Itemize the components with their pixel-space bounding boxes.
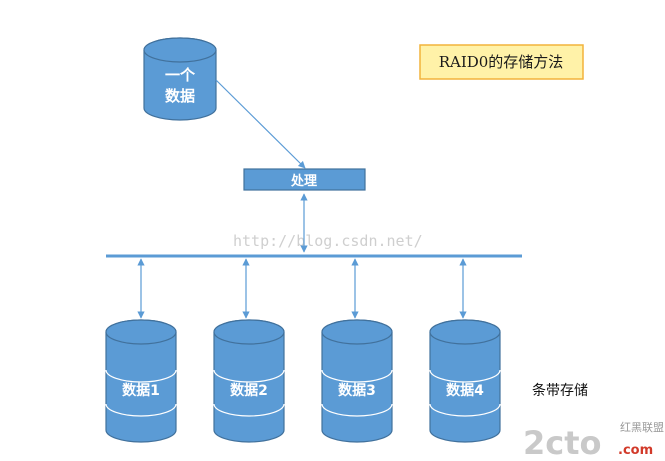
disk-2-label: 数据2 <box>230 382 268 399</box>
logo-main: 2cto <box>523 424 602 461</box>
disk-3: 数据3 <box>321 258 393 443</box>
disk-1: 数据1 <box>105 258 177 443</box>
logo-cn: 红黑联盟 <box>620 421 664 434</box>
source-disk-line1: 一个 <box>165 66 196 84</box>
disk-3-label: 数据3 <box>338 382 376 399</box>
logo-com: .com <box>618 443 653 458</box>
diagram-title: RAID0的存储方法 <box>419 44 584 80</box>
process-box: 处理 <box>243 168 366 191</box>
process-label: 处理 <box>290 173 317 189</box>
source-disk-line2: 数据 <box>165 87 195 105</box>
disk-4-label: 数据4 <box>446 382 484 399</box>
site-logo: 2cto .com 红黑联盟 <box>523 421 664 461</box>
source-to-process-arrow <box>215 79 306 169</box>
disk-2: 数据2 <box>213 258 285 443</box>
watermark-text: http://blog.csdn.net/ <box>233 232 423 250</box>
title-box <box>419 44 584 80</box>
title-text: RAID0的存储方法 <box>439 53 564 71</box>
source-disk: 一个 数据 <box>143 37 217 121</box>
disk-1-label: 数据1 <box>122 382 160 399</box>
stripe-label: 条带存储 <box>532 382 588 399</box>
disk-4: 数据4 <box>429 258 501 443</box>
